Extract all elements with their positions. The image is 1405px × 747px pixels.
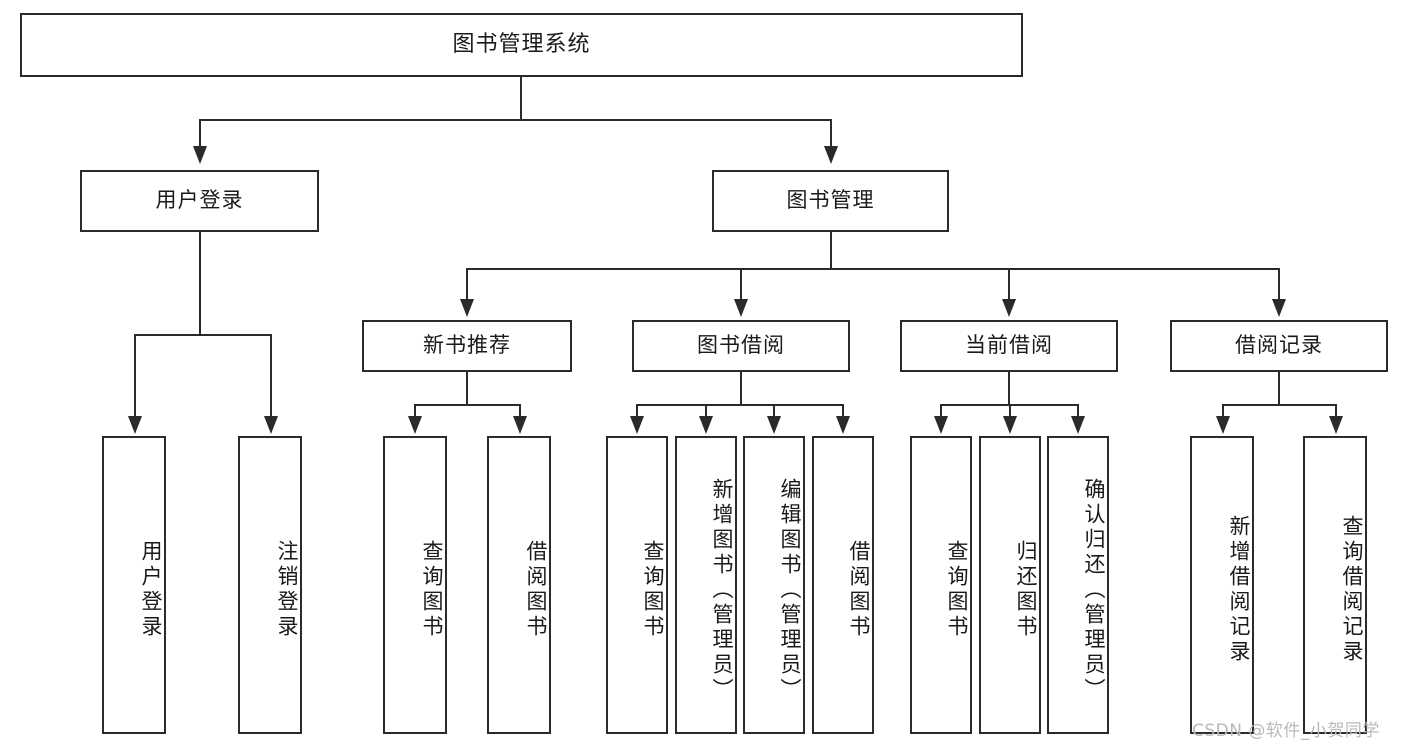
leaf-borrow-borrow-book[interactable]: 借阅图书 (812, 436, 874, 734)
connector-current-child-2 (1009, 404, 1011, 417)
node-label: 图书管理系统 (452, 31, 591, 57)
connector-borrow-bar (636, 404, 844, 406)
connector-new-book-bar (414, 404, 520, 406)
leaf-borrow-edit-book-admin[interactable]: 编辑图书（管理员） (743, 436, 805, 734)
connector-book-mgmt-bar (466, 268, 1280, 270)
leaf-user-login-login[interactable]: 用户登录 (102, 436, 166, 734)
node-label: 新增借阅记录 (1227, 515, 1251, 665)
node-borrow-records[interactable]: 借阅记录 (1170, 320, 1388, 372)
connector-root-bar (199, 119, 832, 121)
arrow-new-book-child-1 (408, 416, 422, 434)
connector-new-book-child-2 (519, 404, 521, 417)
node-label: 图书借阅 (697, 333, 785, 358)
arrow-current-child-3 (1071, 416, 1085, 434)
node-label: 查询图书 (945, 540, 969, 640)
node-book-borrow[interactable]: 图书借阅 (632, 320, 850, 372)
leaf-records-add-record[interactable]: 新增借阅记录 (1190, 436, 1254, 734)
connector-user-login-stem (199, 232, 201, 336)
node-label: 查询图书 (420, 540, 444, 640)
connector-root-to-book-mgmt (830, 119, 832, 147)
leaf-borrow-add-book-admin[interactable]: 新增图书（管理员） (675, 436, 737, 734)
node-label: 当前借阅 (965, 333, 1053, 358)
leaf-new-book-query[interactable]: 查询图书 (383, 436, 447, 734)
arrow-current-child-1 (934, 416, 948, 434)
node-label: 注销登录 (275, 540, 299, 640)
leaf-records-query-record[interactable]: 查询借阅记录 (1303, 436, 1367, 734)
connector-book-mgmt-child-3 (1008, 268, 1010, 300)
node-label: 新书推荐 (423, 333, 511, 358)
arrow-borrow-child-4 (836, 416, 850, 434)
arrow-borrow-child-1 (630, 416, 644, 434)
node-label: 查询借阅记录 (1340, 515, 1364, 665)
connector-root-to-user-login (199, 119, 201, 147)
node-label: 编辑图书（管理员） (778, 477, 802, 703)
leaf-current-confirm-return-admin[interactable]: 确认归还（管理员） (1047, 436, 1109, 734)
node-label: 借阅图书 (524, 540, 548, 640)
connector-user-login-child-1 (134, 334, 136, 417)
watermark-credit: CSDN @软件_小贺同学 (1192, 721, 1380, 741)
leaf-borrow-query-book[interactable]: 查询图书 (606, 436, 668, 734)
arrow-book-mgmt-child-2 (734, 299, 748, 317)
connector-borrow-stem (740, 372, 742, 406)
leaf-user-login-logout[interactable]: 注销登录 (238, 436, 302, 734)
connector-borrow-child-2 (705, 404, 707, 417)
node-label: 归还图书 (1014, 540, 1038, 640)
connector-user-login-child-2 (270, 334, 272, 417)
node-label: 借阅图书 (847, 540, 871, 640)
node-label: 确认归还（管理员） (1082, 477, 1106, 703)
node-user-login[interactable]: 用户登录 (80, 170, 319, 232)
arrow-book-mgmt-child-4 (1272, 299, 1286, 317)
node-label: 查询图书 (641, 540, 665, 640)
connector-current-child-3 (1077, 404, 1079, 417)
arrow-root-to-user-login (193, 146, 207, 164)
node-root-system[interactable]: 图书管理系统 (20, 13, 1023, 77)
arrow-book-mgmt-child-3 (1002, 299, 1016, 317)
connector-new-book-stem (466, 372, 468, 406)
node-label: 用户登录 (139, 540, 163, 640)
arrow-borrow-child-2 (699, 416, 713, 434)
node-label: 新增图书（管理员） (710, 477, 734, 703)
arrow-current-child-2 (1003, 416, 1017, 434)
connector-records-stem (1278, 372, 1280, 406)
arrow-borrow-child-3 (767, 416, 781, 434)
connector-book-mgmt-child-2 (740, 268, 742, 300)
leaf-new-book-borrow[interactable]: 借阅图书 (487, 436, 551, 734)
connector-borrow-child-3 (773, 404, 775, 417)
arrow-user-login-child-2 (264, 416, 278, 434)
node-new-book-recommend[interactable]: 新书推荐 (362, 320, 572, 372)
connector-book-mgmt-child-4 (1278, 268, 1280, 300)
connector-root-stem (520, 77, 522, 120)
connector-records-child-1 (1222, 404, 1224, 417)
node-label: 用户登录 (155, 188, 244, 213)
connector-new-book-child-1 (414, 404, 416, 417)
node-current-borrow[interactable]: 当前借阅 (900, 320, 1118, 372)
node-book-management[interactable]: 图书管理 (712, 170, 949, 232)
arrow-user-login-child-1 (128, 416, 142, 434)
connector-current-child-1 (940, 404, 942, 417)
arrow-records-child-2 (1329, 416, 1343, 434)
connector-records-bar (1222, 404, 1336, 406)
connector-current-stem (1008, 372, 1010, 406)
connector-user-login-bar (134, 334, 272, 336)
connector-borrow-child-4 (842, 404, 844, 417)
connector-borrow-child-1 (636, 404, 638, 417)
node-label: 借阅记录 (1235, 333, 1323, 358)
connector-records-child-2 (1335, 404, 1337, 417)
arrow-book-mgmt-child-1 (460, 299, 474, 317)
node-label: 图书管理 (786, 188, 875, 213)
leaf-current-return-book[interactable]: 归还图书 (979, 436, 1041, 734)
connector-book-mgmt-stem (830, 232, 832, 270)
arrow-records-child-1 (1216, 416, 1230, 434)
arrow-new-book-child-2 (513, 416, 527, 434)
arrow-root-to-book-mgmt (824, 146, 838, 164)
leaf-current-query-book[interactable]: 查询图书 (910, 436, 972, 734)
connector-book-mgmt-child-1 (466, 268, 468, 300)
